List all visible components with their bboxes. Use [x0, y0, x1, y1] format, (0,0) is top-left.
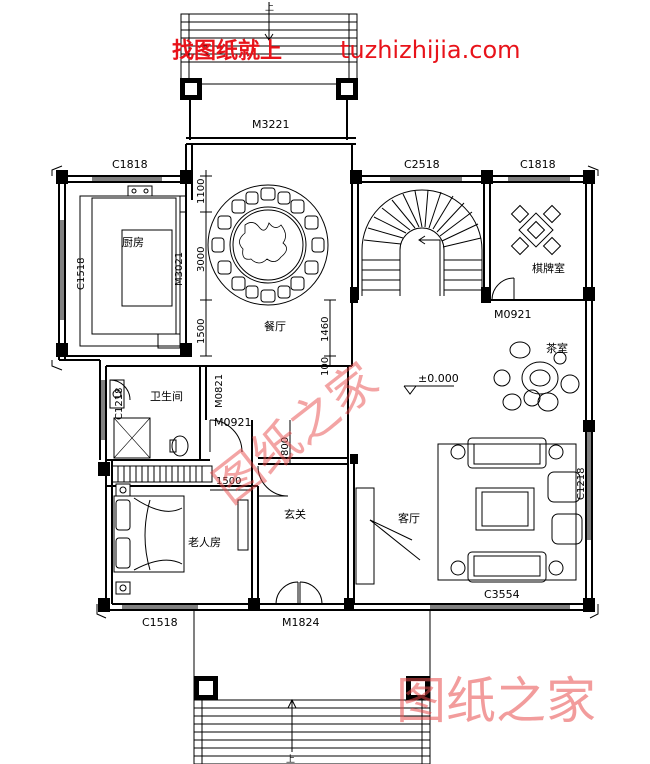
tea-furniture [493, 341, 580, 412]
label-m0921-bath: M0921 [214, 416, 252, 429]
dim-800: 800 [280, 437, 291, 456]
label-c1518-vertical: C1518 [76, 258, 87, 290]
dim-1460: 1460 [320, 317, 331, 342]
room-dining: 餐厅 [264, 319, 286, 333]
label-m3221: M3221 [252, 118, 290, 131]
top-columns [180, 78, 358, 100]
up-arrow-bottom-label: 上 [286, 754, 295, 764]
label-c1818-right: C1818 [520, 158, 556, 171]
interior-walls [65, 144, 586, 604]
column-core [199, 681, 213, 695]
closet [111, 465, 213, 483]
label-c1518: C1518 [142, 616, 178, 629]
label-m0821: M0821 [214, 374, 225, 408]
dim-1500-vertical: 1500 [196, 319, 207, 344]
label-c3554: C3554 [484, 588, 520, 601]
column-core [185, 83, 197, 95]
living-sofa [437, 437, 583, 583]
room-elder: 老人房 [188, 536, 221, 549]
column-core [341, 83, 353, 95]
chess-table [510, 204, 562, 256]
room-bath: 卫生间 [150, 389, 183, 403]
bottom-steps [193, 610, 431, 764]
level-marker [403, 385, 454, 395]
level-label: ±0.000 [418, 372, 459, 385]
doors [109, 277, 515, 605]
label-c2518: C2518 [404, 158, 440, 171]
dim-1500-horizontal: 1500 [216, 476, 241, 487]
banner-url: tuzhizhijia.com [340, 36, 521, 64]
spiral-stair [361, 189, 483, 296]
dining-table [207, 184, 329, 306]
room-foyer: 玄关 [284, 507, 306, 521]
dim-100: 100 [320, 357, 331, 376]
elder-bed [113, 483, 249, 595]
watermark-center: 图纸之家 [203, 352, 389, 514]
label-c1818-left: C1818 [112, 158, 148, 171]
banner-cn: 找图纸就上 [172, 38, 282, 64]
dim-3000: 3000 [196, 247, 207, 272]
dim-1100: 1100 [196, 179, 207, 204]
label-m3021: M3021 [174, 252, 185, 286]
dining-chairs [211, 187, 325, 303]
kitchen-fixtures [79, 185, 187, 349]
window-brackets [51, 165, 599, 619]
up-arrow-top-label: 上 [265, 2, 274, 13]
bottom-columns [194, 676, 430, 700]
dimension-lines [200, 170, 336, 491]
watermark-bottom: 图纸之家 [396, 672, 596, 730]
windows [60, 177, 591, 609]
room-chess: 棋牌室 [532, 261, 565, 275]
svg-text:图纸之家: 图纸之家 [203, 352, 389, 514]
label-c1218: C1218 [114, 388, 125, 420]
room-kitchen: 厨房 [122, 236, 144, 249]
room-living: 客厅 [398, 511, 420, 525]
label-m1824: M1824 [282, 616, 320, 629]
foyer-cabinet [355, 487, 421, 585]
site-banner: 找图纸就上 tuzhizhijia.com [172, 36, 521, 64]
top-porch-walls [189, 100, 348, 140]
room-tea: 茶室 [546, 341, 568, 355]
label-c1218-right: C1218 [576, 468, 587, 500]
top-steps [180, 2, 358, 85]
bath-fixtures [109, 379, 189, 459]
column-core [411, 681, 425, 695]
label-m0921-chess: M0921 [494, 308, 532, 321]
